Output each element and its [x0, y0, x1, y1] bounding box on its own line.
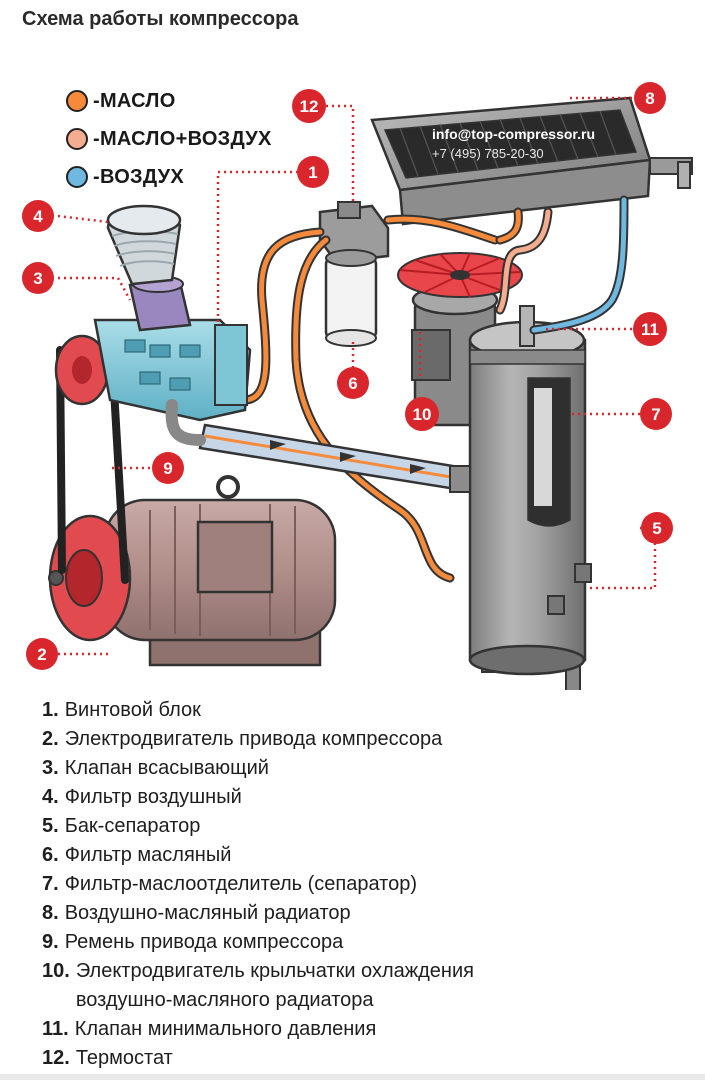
callout-1-label: 1 — [308, 163, 317, 182]
part-label: Электродвигатель крыльчатки охлаждения в… — [75, 960, 474, 1011]
legend-oil-swatch — [66, 90, 88, 112]
compressor-diagram: info@top-compressor.ru +7 (495) 785-20-3… — [22, 82, 693, 690]
callout-7-label: 7 — [651, 405, 660, 424]
air-pipe — [529, 195, 629, 335]
part-item: 7. Фильтр-маслоотделитель (сепаратор) — [42, 870, 682, 899]
part-item: 1. Винтовой блок — [42, 696, 682, 725]
legend-air-label: -ВОЗДУХ — [93, 165, 185, 188]
parts-list: 1. Винтовой блок 2. Электродвигатель при… — [42, 696, 682, 1073]
page-title: Схема работы компрессора — [22, 8, 299, 30]
part-number: 11. — [42, 1018, 69, 1040]
callout-4-label: 4 — [33, 207, 43, 226]
part-number: 1. — [42, 699, 59, 721]
part-item: 6. Фильтр масляный — [42, 841, 682, 870]
part-label: Винтовой блок — [64, 699, 201, 721]
callout-8: 8 — [634, 82, 666, 114]
bottom-divider — [0, 1074, 705, 1080]
callout-4: 4 — [22, 200, 54, 232]
callout-2-label: 2 — [37, 645, 46, 664]
part-item: 8. Воздушно-масляный радиатор — [42, 899, 682, 928]
watermark-email: info@top-compressor.ru — [432, 126, 595, 142]
callout-3: 3 — [22, 262, 54, 294]
callout-1: 1 — [297, 156, 329, 188]
part-number: 9. — [42, 931, 59, 953]
part-number: 10. — [42, 960, 70, 982]
part-label: Воздушно-масляный радиатор — [64, 902, 351, 924]
part-number: 3. — [42, 757, 59, 779]
part-number: 2. — [42, 728, 59, 750]
legend-oil-air-label: -МАСЛО+ВОЗДУХ — [93, 127, 272, 150]
part-item: 9. Ремень привода компрессора — [42, 928, 682, 957]
part-item: 12. Термостат — [42, 1044, 682, 1073]
callout-5: 5 — [641, 512, 673, 544]
air-filter — [106, 204, 182, 286]
part-number: 8. — [42, 902, 59, 924]
callout-6-label: 6 — [348, 374, 357, 393]
callout-7: 7 — [640, 398, 672, 430]
callout-10: 10 — [405, 397, 439, 431]
part-number: 5. — [42, 815, 59, 837]
part-item: 2. Электродвигатель привода компрессора — [42, 725, 682, 754]
part-label: Клапан всасывающий — [64, 757, 269, 779]
part-label: Фильтр масляный — [64, 844, 232, 866]
separator-tank — [468, 305, 592, 690]
part-number: 12. — [42, 1047, 70, 1069]
callout-2: 2 — [26, 638, 58, 670]
part-label: Термостат — [75, 1047, 173, 1069]
part-label: Ремень привода компрессора — [64, 931, 344, 953]
callout-10-label: 10 — [413, 405, 432, 424]
part-label: Электродвигатель привода компрессора — [64, 728, 443, 750]
part-item: 4. Фильтр воздушный — [42, 783, 682, 812]
callout-9: 9 — [152, 452, 184, 484]
callout-11-label: 11 — [641, 320, 659, 339]
screw-block — [54, 318, 252, 446]
part-label: Бак-сепаратор — [64, 815, 201, 837]
callout-3-label: 3 — [33, 269, 42, 288]
part-item: 3. Клапан всасывающий — [42, 754, 682, 783]
legend-oil-air-swatch — [66, 128, 88, 150]
part-label: Фильтр воздушный — [64, 786, 242, 808]
part-item: 10. Электродвигатель крыльчатки охлажден… — [42, 957, 682, 1015]
legend-oil-label: -МАСЛО — [93, 89, 176, 112]
callout-5-label: 5 — [652, 519, 661, 538]
legend-air-swatch — [66, 166, 88, 188]
main-motor — [48, 475, 337, 667]
part-item: 11. Клапан минимального давления — [42, 1015, 682, 1044]
fan-impeller — [397, 252, 523, 298]
oil-pipes — [241, 207, 553, 583]
part-number: 6. — [42, 844, 59, 866]
legend-item-air: -ВОЗДУХ — [66, 158, 272, 196]
legend: -МАСЛО -МАСЛО+ВОЗДУХ -ВОЗДУХ — [66, 82, 272, 196]
callout-6: 6 — [337, 367, 369, 399]
part-number: 7. — [42, 873, 59, 895]
oil-filter — [324, 249, 378, 347]
watermark-phone: +7 (495) 785-20-30 — [432, 146, 544, 161]
callout-12-label: 12 — [300, 97, 319, 116]
discharge-pipe — [198, 423, 471, 493]
thermostat — [318, 201, 390, 264]
watermark: info@top-compressor.ru +7 (495) 785-20-3… — [432, 126, 595, 161]
legend-item-oil: -МАСЛО — [66, 82, 272, 120]
part-number: 4. — [42, 786, 59, 808]
callout-11: 11 — [633, 312, 667, 346]
radiator — [370, 96, 693, 226]
callout-9-label: 9 — [163, 459, 172, 478]
part-label: Фильтр-маслоотделитель (сепаратор) — [64, 873, 418, 895]
part-item: 5. Бак-сепаратор — [42, 812, 682, 841]
part-label: Клапан минимального давления — [74, 1018, 377, 1040]
callout-8-label: 8 — [645, 89, 654, 108]
legend-item-oil-air: -МАСЛО+ВОЗДУХ — [66, 120, 272, 158]
callout-12: 12 — [292, 89, 326, 123]
